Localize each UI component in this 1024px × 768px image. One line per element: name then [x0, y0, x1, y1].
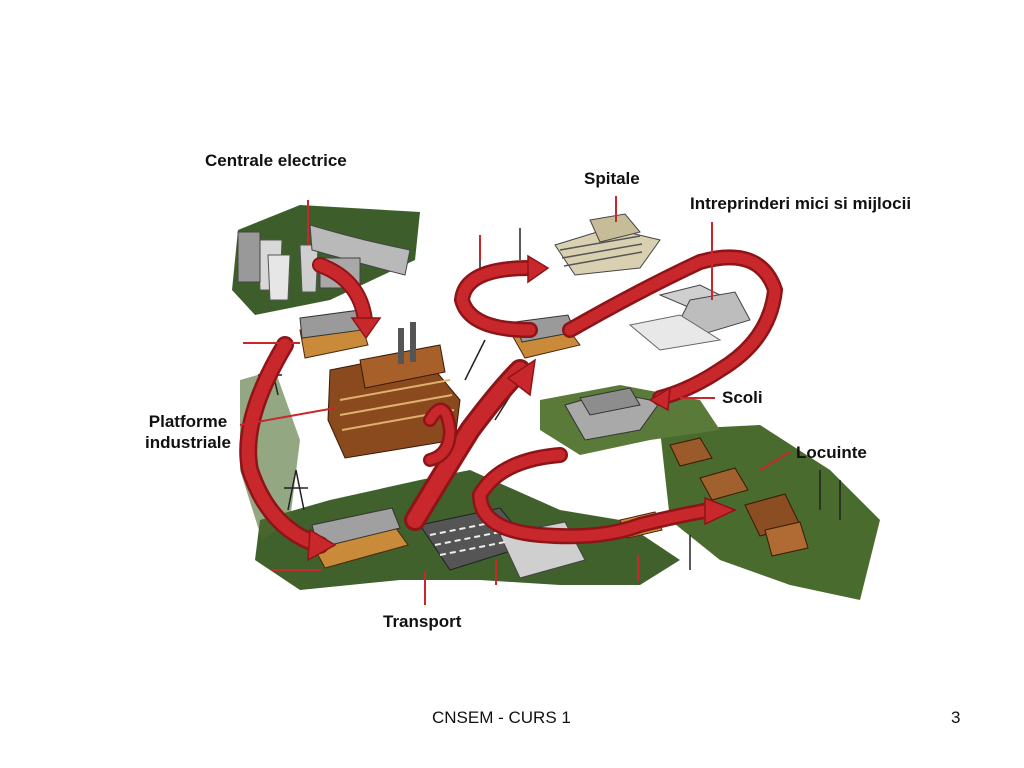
arrow-heads — [307, 254, 737, 562]
label-transport: Transport — [383, 612, 462, 631]
label-industrial-platforms-line2: industriale — [145, 433, 231, 452]
footer-course-title: CNSEM - CURS 1 — [432, 708, 571, 727]
label-hospitals: Spitale — [584, 169, 640, 188]
footer-page-number: 3 — [951, 708, 961, 727]
label-pointers — [239, 196, 791, 605]
enterprise-illustration — [628, 284, 751, 351]
houses-illustration — [669, 437, 809, 557]
label-residences: Locuinte — [796, 443, 867, 462]
label-power-plants: Centrale electrice — [205, 151, 347, 170]
label-schools: Scoli — [722, 388, 763, 407]
label-industrial-platforms-line1: Platforme — [148, 412, 228, 431]
industrial-platform-illustration — [327, 322, 461, 459]
label-small-medium-enterprises: Intreprinderi mici si mijlocii — [690, 194, 912, 213]
label-industrial-platforms: Platforme industriale — [136, 411, 240, 453]
school-illustration — [564, 387, 661, 441]
hospital-illustration — [554, 213, 661, 276]
energy-flow-arrows — [239, 249, 784, 554]
